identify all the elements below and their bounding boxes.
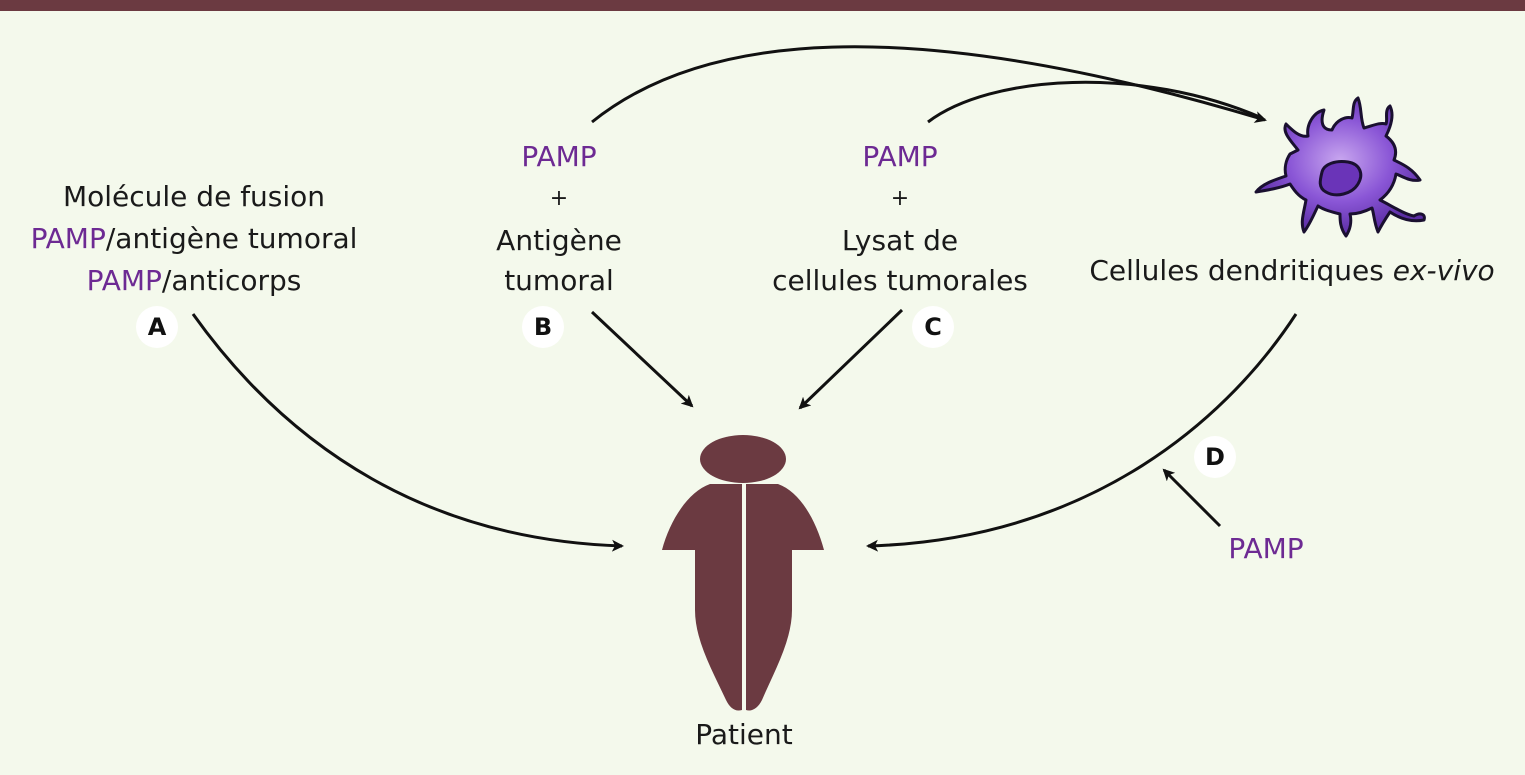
option-a-line2: PAMP/antigène tumoral [6, 218, 382, 260]
option-a-line2-pamp: PAMP [30, 222, 106, 255]
option-b-pamp: PAMP [521, 140, 597, 173]
dendritic-cell-icon [1254, 96, 1426, 238]
option-a-label: Molécule de fusion PAMP/antigène tumoral… [6, 176, 382, 302]
option-b-line1: Antigène [496, 224, 622, 257]
option-a-line1: Molécule de fusion [62, 180, 326, 213]
option-d-label-italic: ex-vivo [1392, 254, 1495, 287]
option-d-pamp: PAMP [1228, 532, 1304, 565]
badge-b: B [522, 306, 564, 348]
arrow-c-to-cell [927, 80, 1263, 124]
option-d-label: Cellules dendritiques ex-vivo [1072, 250, 1512, 292]
option-a-line3-rest: /anticorps [161, 264, 302, 297]
option-c-pamp: PAMP [862, 140, 938, 173]
arrow-c-to-patient [798, 308, 904, 410]
badge-c: C [912, 306, 954, 348]
arrow-d-to-patient [866, 313, 1298, 552]
arrow-b-to-cell [591, 45, 1267, 124]
patient-figure-icon [662, 435, 824, 711]
badge-d: D [1194, 436, 1236, 478]
option-a-line3-pamp: PAMP [86, 264, 162, 297]
option-c-line2: cellules tumorales [772, 264, 1028, 297]
option-b-plus: + [549, 186, 569, 211]
arrow-b-to-patient [590, 310, 694, 408]
arrow-pamp-to-d [1162, 468, 1222, 528]
option-a-line3: PAMP/anticorps [6, 260, 382, 302]
option-a-line2-rest: /antigène tumoral [105, 222, 358, 255]
top-bar [0, 0, 1525, 11]
option-c-plus: + [890, 186, 910, 211]
option-b-line2: tumoral [504, 264, 614, 297]
arrow-a-to-patient [191, 313, 624, 552]
badge-a: A [136, 306, 178, 348]
patient-label: Patient [695, 718, 793, 751]
option-c-line1: Lysat de [841, 224, 959, 257]
option-d-label-main: Cellules dendritiques [1089, 254, 1393, 287]
